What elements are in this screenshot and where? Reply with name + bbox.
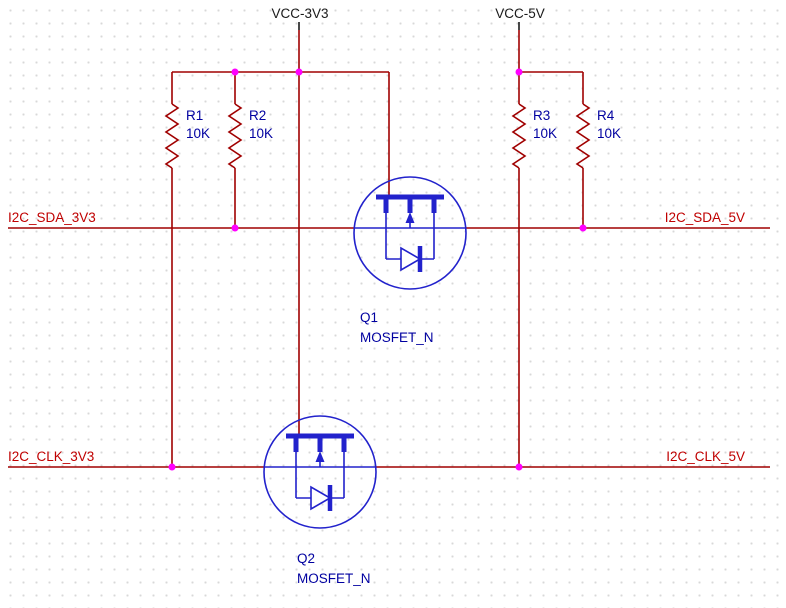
junction-dot (295, 68, 303, 76)
junction-dot (579, 224, 587, 232)
resistor-r1-value[interactable]: 10K (186, 126, 210, 141)
net-label-clk-5v[interactable]: I2C_CLK_5V (666, 449, 745, 464)
power-port-vcc5v-label[interactable]: VCC-5V (495, 6, 545, 21)
net-label-clk-3v3[interactable]: I2C_CLK_3V3 (8, 449, 94, 464)
net-label-sda-3v3[interactable]: I2C_SDA_3V3 (8, 210, 96, 225)
resistor-r3-ref[interactable]: R3 (533, 108, 550, 123)
mosfet-q1-symbol[interactable] (354, 177, 466, 289)
junction-dot (515, 68, 523, 76)
junction-dot (515, 463, 523, 471)
mosfet-q1-part[interactable]: MOSFET_N (360, 330, 434, 345)
resistor-r1-symbol[interactable] (164, 103, 180, 169)
junction-dot (231, 68, 239, 76)
resistor-r3-symbol[interactable] (511, 103, 527, 169)
resistor-r2-value[interactable]: 10K (249, 126, 273, 141)
mosfet-q2-part[interactable]: MOSFET_N (297, 571, 371, 586)
power-port-vcc3v3-label[interactable]: VCC-3V3 (271, 6, 328, 21)
resistor-r1-ref[interactable]: R1 (186, 108, 203, 123)
net-label-sda-5v[interactable]: I2C_SDA_5V (665, 210, 745, 225)
mosfet-q2-symbol[interactable] (264, 416, 376, 528)
resistor-r2-ref[interactable]: R2 (249, 108, 266, 123)
resistor-r4-symbol[interactable] (575, 103, 591, 169)
mosfet-q2-ref[interactable]: Q2 (297, 551, 315, 566)
mosfet-q1-ref[interactable]: Q1 (360, 310, 378, 325)
resistor-r2-symbol[interactable] (227, 103, 243, 169)
resistor-r4-value[interactable]: 10K (597, 126, 621, 141)
resistor-r4-ref[interactable]: R4 (597, 108, 615, 123)
resistor-r3-value[interactable]: 10K (533, 126, 557, 141)
junction-dot (168, 463, 176, 471)
junction-dot (231, 224, 239, 232)
